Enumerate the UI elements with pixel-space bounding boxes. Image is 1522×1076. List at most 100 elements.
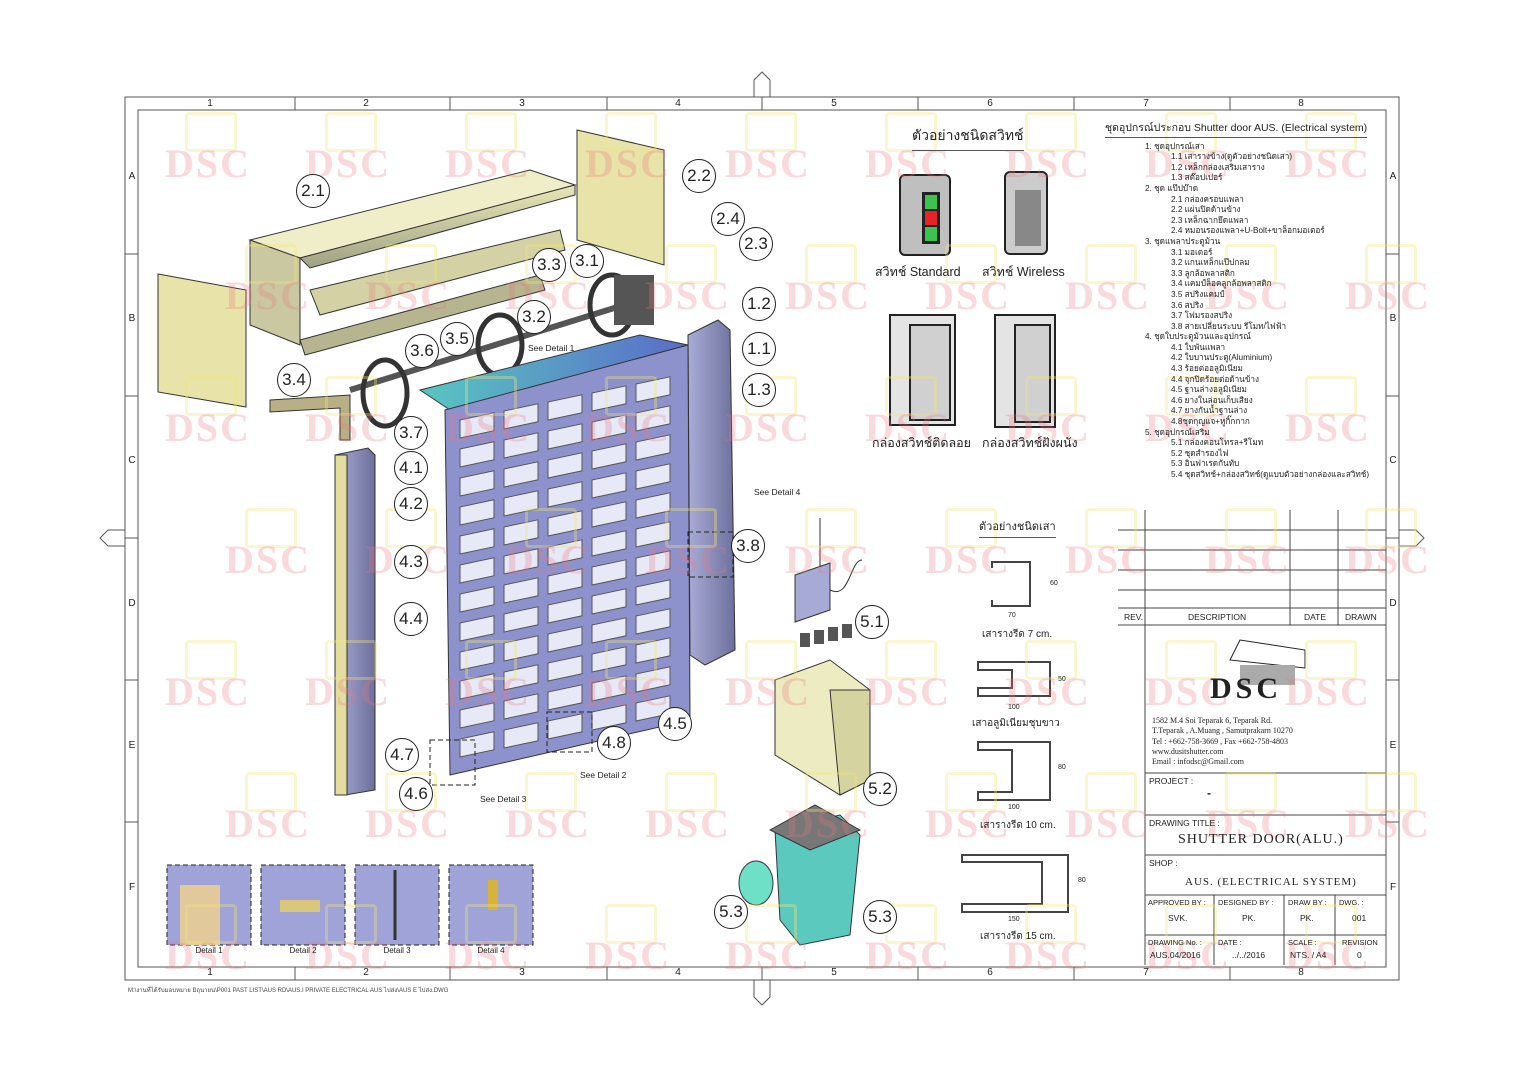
door-panel-window bbox=[591, 588, 627, 615]
parts-item: 4.7 ยางกันน้ำฐานล่าง bbox=[1171, 406, 1248, 416]
door-panel-window bbox=[459, 557, 495, 584]
callout-5-2: 5.2 bbox=[863, 772, 897, 806]
date-header: DATE bbox=[1304, 612, 1327, 622]
file-path-note: M:\งานที่ได้รับมอบหมาย มิถุนายน\P001 PAS… bbox=[128, 988, 449, 994]
housing-box bbox=[248, 169, 577, 356]
col-label: 3 bbox=[519, 967, 525, 978]
row-label: D bbox=[128, 598, 136, 609]
door-panel-window bbox=[591, 472, 627, 499]
door-panel-window bbox=[635, 405, 671, 432]
frame-ticks bbox=[125, 97, 1399, 980]
post-3-height: 80 bbox=[1058, 764, 1066, 771]
side-plate-right bbox=[576, 129, 665, 266]
description-header: DESCRIPTION bbox=[1188, 612, 1247, 622]
parts-item: 3.6 สปริง bbox=[1171, 300, 1204, 310]
drawing-no-value: AUS.04/2016 bbox=[1150, 950, 1201, 960]
dwg-value: 001 bbox=[1352, 913, 1367, 923]
parts-item: 5.4 ชุดสวิทช์+กล่องสวิทช์(ดูแบบตัวอย่างก… bbox=[1171, 470, 1370, 479]
door-panel-window bbox=[459, 615, 495, 642]
project-label: PROJECT : bbox=[1149, 776, 1194, 786]
col-label: 3 bbox=[519, 98, 525, 109]
callout-5-1: 5.1 bbox=[855, 605, 889, 639]
col-label: 2 bbox=[363, 967, 369, 978]
date-value: ../../2016 bbox=[1232, 950, 1266, 960]
parts-item: 2.4 หมอนรองแพลา+U-Bolt+ขาล็อกมอเตอร์ bbox=[1171, 226, 1325, 236]
detail-frames bbox=[166, 864, 534, 946]
parts-item: 5.2 ชุดสำรองไฟ bbox=[1171, 448, 1229, 458]
motor bbox=[614, 275, 654, 325]
callout-4-5: 4.5 bbox=[658, 707, 692, 741]
see-detail-2: See Detail 2 bbox=[580, 770, 627, 780]
shop-label: SHOP : bbox=[1149, 858, 1178, 868]
parts-item: 2.2 แผ่นปิดด้านข้าง bbox=[1171, 205, 1241, 215]
side-plate-left bbox=[157, 273, 247, 408]
scale-label: SCALE : bbox=[1288, 938, 1317, 947]
door-panel-window bbox=[459, 470, 495, 497]
parts-item: 4.4 จุกปิดร้อยต่อด้านข้าง bbox=[1171, 374, 1259, 384]
address-line: T.Teparak , A.Muang , Samutprakarn 10270 bbox=[1152, 726, 1293, 736]
door-panel-window bbox=[591, 443, 627, 470]
company-logo: DSC bbox=[1210, 672, 1283, 705]
post-3-width: 100 bbox=[1008, 804, 1020, 811]
post-1-height: 60 bbox=[1050, 580, 1058, 587]
door-panel-window bbox=[635, 666, 671, 693]
callout-5-3-reflector: 5.3 bbox=[714, 895, 748, 929]
post-4-label: เสารางรีด 15 cm. bbox=[980, 931, 1056, 942]
see-detail-3: See Detail 3 bbox=[480, 794, 527, 804]
callout-4-6: 4.6 bbox=[399, 777, 433, 811]
parts-item: 3.8 สายเปลี่ยนระบบ รีโมท/ไฟฟ้า bbox=[1171, 321, 1287, 331]
callout-3-8: 3.8 bbox=[731, 529, 765, 563]
door-panel-window bbox=[459, 412, 495, 439]
parts-list: ชุดอุปกรณ์ประกอบ Shutter door AUS. (Elec… bbox=[1105, 123, 1385, 481]
address-line: 1582 M.4 Soi Teparak 6, Teparak Rd. bbox=[1152, 716, 1273, 725]
callout-3-6: 3.6 bbox=[405, 334, 439, 368]
door-panel-window bbox=[547, 713, 583, 740]
parts-group-label: 2. ชุด แป๊ปบ๊าด bbox=[1145, 183, 1199, 193]
post-1-width: 70 bbox=[1008, 612, 1016, 619]
callout-4-8: 4.8 bbox=[597, 726, 631, 760]
door-panel-window bbox=[591, 501, 627, 528]
parts-item: 1.3 สต๊อปเปอร์ bbox=[1171, 173, 1223, 183]
post-4-width: 150 bbox=[1008, 916, 1020, 923]
bracket-left bbox=[269, 394, 351, 441]
parts-item: 3.5 สปริงแคมป์ bbox=[1171, 289, 1225, 299]
drawby-value: PK. bbox=[1300, 913, 1314, 923]
callout-4-7: 4.7 bbox=[385, 738, 419, 772]
surface-box-label: กล่องสวิทช์ติดลอย bbox=[872, 436, 971, 450]
title-block-lines bbox=[1118, 510, 1386, 965]
col-label: 2 bbox=[363, 98, 369, 109]
door-panel-window bbox=[503, 548, 539, 575]
door-panel-window bbox=[635, 579, 671, 606]
callout-3-7: 3.7 bbox=[394, 416, 428, 450]
door-panel-window bbox=[547, 655, 583, 682]
callout-3-3: 3.3 bbox=[532, 248, 566, 282]
parts-item: 3.7 โฟมรองสปริง bbox=[1171, 311, 1233, 321]
col-label: 6 bbox=[987, 98, 993, 109]
col-label: 1 bbox=[207, 967, 213, 978]
row-label: A bbox=[1389, 171, 1397, 182]
post-1-label: เสารางรีด 7 cm. bbox=[982, 629, 1053, 640]
door-panel-window bbox=[503, 461, 539, 488]
parts-item: 5.1 กล่องคอนโทรล+รีโมท bbox=[1171, 438, 1264, 448]
door-panel-window bbox=[503, 635, 539, 662]
designed-value: PK. bbox=[1242, 913, 1256, 923]
dwg-label: DWG. : bbox=[1339, 898, 1364, 907]
parts-item: 1.1 เสารางข้าง(ดูตัวอย่างชนิดเสา) bbox=[1171, 152, 1293, 162]
parts-group-label: 1. ชุดอุปกรณ์เสา bbox=[1145, 141, 1205, 151]
parts-group-label: 4. ชุดใบประตูม้วนและอุปกรณ์ bbox=[1145, 332, 1251, 342]
door-panel-window bbox=[459, 586, 495, 613]
row-label: C bbox=[1389, 455, 1397, 466]
door-panel-window bbox=[591, 617, 627, 644]
door-panel-window bbox=[547, 684, 583, 711]
row-label: B bbox=[1389, 313, 1397, 324]
parts-item: 4.6 ยางในล่อนเก็บเสียง bbox=[1171, 395, 1253, 405]
door-panel-window bbox=[503, 432, 539, 459]
post-4-height: 80 bbox=[1078, 877, 1086, 884]
drawing-no-label: DRAWING No. : bbox=[1148, 938, 1202, 947]
callout-1-3: 1.3 bbox=[742, 373, 776, 407]
switch-standard-label: สวิทช์ Standard bbox=[875, 265, 961, 279]
website-line: www.dusitshutter.com bbox=[1152, 746, 1224, 756]
door-panel-window bbox=[591, 675, 627, 702]
parts-item: 2.1 กล่องครอบแพลา bbox=[1171, 194, 1244, 204]
control-box bbox=[794, 562, 831, 623]
